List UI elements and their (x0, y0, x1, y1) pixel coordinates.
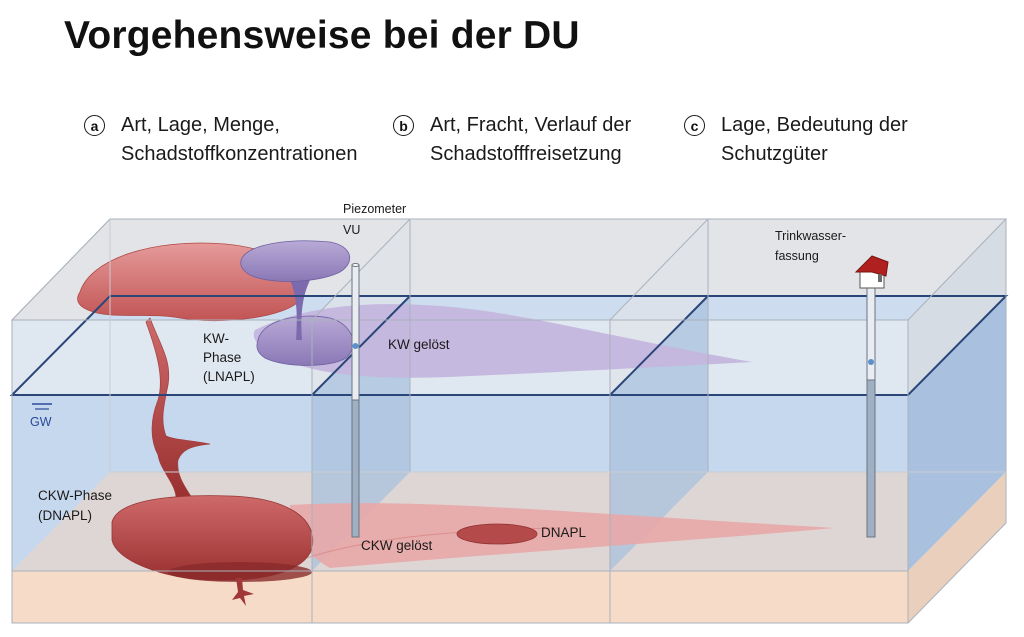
item-c: c Lage, Bedeutung der Schutzgüter (684, 111, 908, 169)
right-face-sat (908, 296, 1006, 571)
piezometer-well (351, 263, 360, 538)
dnapl-label: DNAPL (541, 525, 587, 540)
dnapl-contamination (77, 242, 835, 606)
dnapl-lens (456, 523, 538, 545)
gw-symbol (32, 403, 52, 410)
page-title: Vorgehensweise bei der DU (64, 14, 580, 57)
badge-b: b (393, 115, 414, 136)
item-a-line1: Art, Lage, Menge, (121, 114, 280, 136)
kw-dissolved-plume (253, 304, 753, 378)
item-c-line2: Schutzgüter (721, 143, 828, 165)
dnapl-root (232, 578, 254, 606)
drinking-water-well (854, 255, 889, 538)
gw-label: GW (30, 415, 52, 429)
ckw-phase-label-2: (DNAPL) (38, 508, 92, 523)
piezometer-label-2: VU (343, 223, 360, 237)
item-c-text: Lage, Bedeutung der Schutzgüter (721, 111, 908, 169)
ckw-phase-label-1: CKW-Phase (38, 488, 112, 503)
ckw-dissolved-plume (290, 503, 835, 568)
kw-geloest-label: KW gelöst (388, 337, 450, 352)
item-a-text: Art, Lage, Menge, Schadstoffkonzentratio… (121, 111, 357, 169)
trinkwasser-label-1: Trinkwasser- (775, 229, 846, 243)
item-b: b Art, Fracht, Verlauf der Schadstofffre… (393, 111, 631, 169)
trinkwasser-label-2: fassung (775, 249, 819, 263)
badge-a: a (84, 115, 105, 136)
item-b-line1: Art, Fracht, Verlauf der (430, 114, 632, 136)
lnapl-contamination (240, 240, 753, 378)
aquitard-front (12, 571, 908, 623)
kw-phase-label-3: (LNAPL) (203, 369, 255, 384)
item-b-text: Art, Fracht, Verlauf der Schadstofffreis… (430, 111, 631, 169)
right-face-aquitard (908, 472, 1006, 623)
item-b-line2: Schadstofffreisetzung (430, 143, 622, 165)
item-c-line1: Lage, Bedeutung der (721, 114, 908, 136)
piezometer-label-1: Piezometer (343, 202, 406, 216)
lnapl-spill (240, 240, 351, 282)
dnapl-finger (145, 317, 211, 499)
right-face-unsat (908, 219, 1006, 395)
kw-phase-label-1: KW- (203, 331, 229, 346)
grid-lines (9, 218, 1009, 624)
item-a-line2: Schadstoffkonzentrationen (121, 143, 358, 165)
kw-phase-label-2: Phase (203, 350, 241, 365)
item-a: a Art, Lage, Menge, Schadstoffkonzentrat… (84, 111, 357, 169)
badge-c: c (684, 115, 705, 136)
ckw-geloest-label: CKW gelöst (361, 538, 433, 553)
